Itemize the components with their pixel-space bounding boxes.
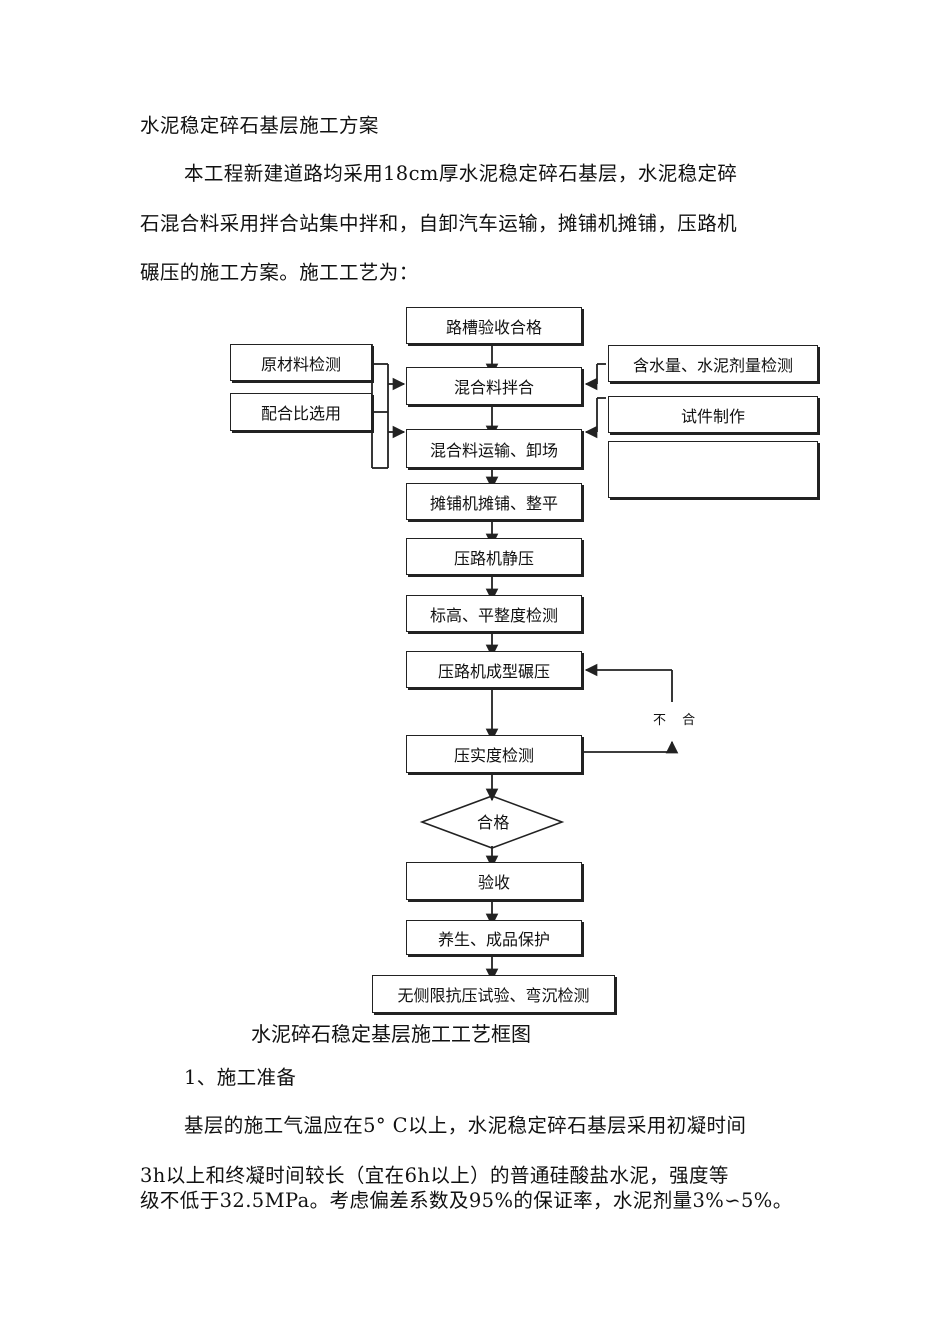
step-forming-rolling: 压路机成型碾压 <box>406 651 582 688</box>
para1-line3: 碾压的施工方案。施工工艺为： <box>140 261 419 284</box>
doc-title: 水泥稳定碎石基层施工方案 <box>140 114 379 137</box>
para2-line1: 基层的施工气温应在5° C以上，水泥稳定碎石基层采用初凝时间 <box>184 1114 747 1137</box>
step-subgrade-acceptance: 路槽验收合格 <box>406 307 582 344</box>
step-final-tests: 无侧限抗压试验、弯沉检测 <box>372 975 615 1013</box>
para1-line2: 石混合料采用拌合站集中拌和，自卸汽车运输，摊铺机摊铺，压路机 <box>140 212 738 235</box>
step-compaction-check: 压实度检测 <box>406 735 582 773</box>
box-empty <box>608 441 818 498</box>
para2-line3: 级不低于32.5MPa。考虑偏差系数及95%的保证率，水泥剂量3%∽5%。 <box>140 1189 793 1212</box>
fail-label: 不 合 <box>653 713 702 728</box>
box-moisture-cement-test: 含水量、水泥剂量检测 <box>608 345 818 382</box>
box-specimen-making: 试件制作 <box>608 396 818 433</box>
para1-line1: 本工程新建道路均采用18cm厚水泥稳定碎石基层，水泥稳定碎 <box>184 162 738 185</box>
box-mix-proportion: 配合比选用 <box>230 393 372 431</box>
step-curing-protection: 养生、成品保护 <box>406 920 582 955</box>
box-raw-material-test: 原材料检测 <box>230 344 372 381</box>
decision-pass-label: 合格 <box>477 813 510 832</box>
step-paving-leveling: 摊铺机摊铺、整平 <box>406 483 582 520</box>
section-heading: 1、施工准备 <box>184 1066 297 1089</box>
step-mixing: 混合料拌合 <box>406 367 582 405</box>
step-acceptance: 验收 <box>406 862 582 900</box>
step-static-rolling: 压路机静压 <box>406 538 582 575</box>
step-elevation-flatness-check: 标高、平整度检测 <box>406 595 582 632</box>
para2-line2: 3h以上和终凝时间较长（宜在6h以上）的普通硅酸盐水泥，强度等 <box>140 1164 729 1187</box>
step-transport-unload: 混合料运输、卸场 <box>406 429 582 468</box>
flowchart-caption: 水泥碎石稳定基层施工工艺框图 <box>251 1022 531 1046</box>
